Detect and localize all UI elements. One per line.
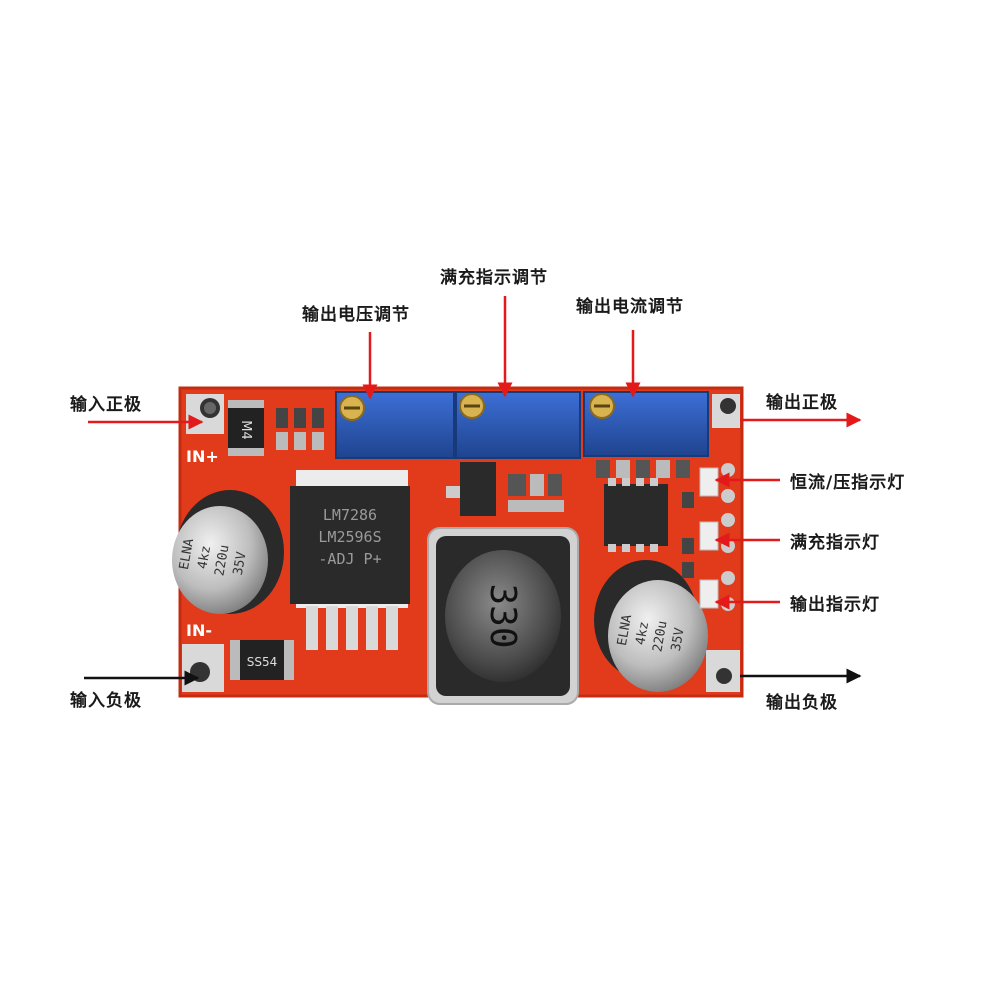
smd-row-right [596, 460, 690, 478]
label-output-positive: 输出正极 [766, 393, 838, 413]
annotation-arrows-black [84, 668, 862, 686]
label-cc-cv-indicator: 恒流/压指示灯 [790, 473, 906, 493]
capacitor-left: ELNA 4kz 220u 35V [172, 490, 284, 614]
cap-right-text-4: 35V [669, 627, 688, 653]
diode-m4: M4 [228, 400, 264, 456]
ic-marking-1: LM7286 [323, 506, 377, 524]
output-positive-pad [712, 394, 740, 428]
label-output-voltage-adjust: 输出电压调节 [302, 305, 410, 325]
smd-caps-middle [508, 474, 564, 512]
led-cc-cv [699, 463, 735, 503]
transistor [446, 462, 496, 516]
smd-resistor-row [276, 408, 324, 450]
capacitor-right: ELNA 4kz 220u 35V [594, 560, 708, 692]
diode-bottom-marking: SS54 [247, 655, 278, 669]
cap-left-text-1: ELNA [177, 537, 197, 571]
label-input-negative: 输入负极 [70, 691, 142, 711]
input-negative-pad [182, 644, 224, 692]
label-charge-indicator-adjust: 满充指示调节 [440, 268, 548, 288]
pot-output-current [583, 391, 709, 457]
output-negative-pad [706, 650, 740, 692]
diode-top-marking: M4 [238, 420, 253, 440]
regulator-ic: LM7286 LM2596S -ADJ P+ [290, 470, 410, 650]
cap-right-text-3: 220u [650, 620, 670, 653]
pot-output-voltage [335, 391, 455, 459]
inductor-marking: 330 [482, 583, 523, 648]
diode-ss54: SS54 [230, 640, 294, 680]
cap-right-text-1: ELNA [615, 613, 635, 647]
cap-left-text-2: 4kz [195, 544, 214, 570]
label-charge-full-indicator: 满充指示灯 [790, 533, 880, 553]
input-positive-pad [186, 394, 224, 434]
cap-left-text-4: 35V [231, 551, 250, 577]
pot-charge-indicator [455, 391, 581, 459]
label-output-negative: 输出负极 [766, 693, 838, 713]
label-input-positive: 输入正极 [70, 395, 142, 415]
ic-marking-2: LM2596S [318, 528, 381, 546]
label-output-current-adjust: 输出电流调节 [576, 297, 684, 317]
inductor: 330 [427, 527, 579, 705]
opamp-chip [604, 478, 668, 552]
silk-in-minus: IN- [186, 621, 212, 640]
ic-marking-3: -ADJ P+ [318, 550, 381, 568]
label-output-indicator: 输出指示灯 [790, 595, 880, 615]
smd-led-resistors [682, 492, 694, 578]
silk-in-plus: IN+ [186, 447, 219, 466]
cap-left-text-3: 220u [212, 544, 232, 577]
cap-right-text-2: 4kz [633, 620, 652, 646]
annotation-arrows-red [88, 296, 862, 610]
